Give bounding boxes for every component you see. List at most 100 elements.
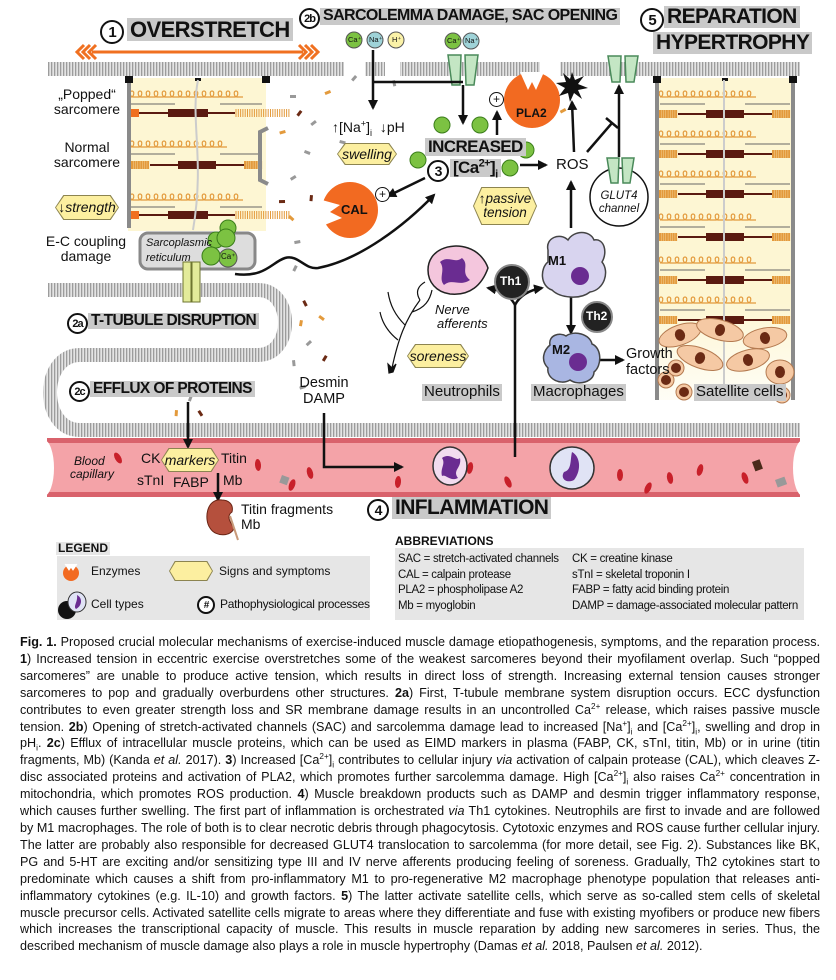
z-anchor bbox=[131, 109, 139, 117]
caption-text: ] bbox=[328, 753, 333, 768]
caption-text: Th1 cytokines. Neutrophils are first to … bbox=[20, 804, 820, 903]
titin-coil bbox=[772, 316, 791, 324]
process-number-1: 1 bbox=[100, 20, 124, 44]
marker-fabp: FABP bbox=[173, 474, 209, 490]
caption-text: + bbox=[622, 718, 628, 728]
caption-step-number: 2a bbox=[394, 685, 409, 700]
red-blood-cell bbox=[617, 469, 623, 481]
title-reparation: REPARATION bbox=[664, 5, 800, 29]
myoblast bbox=[765, 359, 795, 385]
titin-coil bbox=[772, 190, 791, 198]
legend-title: LEGEND bbox=[56, 541, 111, 556]
red-blood-cell bbox=[114, 452, 122, 464]
neutrophil-cell bbox=[427, 245, 489, 295]
caption-step-number: 3 bbox=[225, 753, 233, 768]
titin-coil bbox=[659, 110, 678, 118]
debris-fragment bbox=[302, 300, 308, 307]
title-increased: INCREASED bbox=[425, 138, 526, 156]
label-sodium-ph: ↑[Na+]i ↓pH bbox=[332, 118, 405, 138]
legend-box: Enzymes Signs and symptoms Cell types # … bbox=[57, 556, 370, 620]
ion-na: Na⁺ bbox=[369, 35, 383, 44]
debris-fragment bbox=[775, 476, 788, 488]
red-blood-cell bbox=[666, 472, 674, 484]
caption-text: 2017). bbox=[181, 753, 226, 768]
label-line: Sarcoplasmic bbox=[146, 237, 213, 249]
myoblast-nucleus bbox=[674, 329, 686, 341]
debris-fragment bbox=[321, 355, 328, 362]
caption-text: ) First, T-tubule membrane system disrup… bbox=[20, 685, 820, 717]
debris-fragment bbox=[296, 109, 303, 117]
t-tubule-membrane bbox=[43, 283, 800, 437]
caption-text: also raises Ca bbox=[628, 770, 716, 785]
debris-fragment bbox=[351, 74, 358, 82]
caption-text: concentration in mitochondria, which pro… bbox=[20, 770, 821, 802]
debris-fragment bbox=[324, 89, 332, 96]
label-line: Blood bbox=[74, 454, 105, 468]
label-line: channel bbox=[598, 202, 640, 215]
debris-fragment bbox=[279, 130, 286, 135]
abbreviation-item: PLA2 = phospholipase A2 bbox=[398, 584, 524, 596]
caption-text: via bbox=[448, 804, 465, 819]
caption-step-number: 5 bbox=[341, 888, 349, 903]
abbreviation-item: FABP = fatty acid binding protein bbox=[572, 584, 730, 596]
m2-macrophage-cell bbox=[542, 332, 601, 384]
caption-text: ) Increased tension in eccentric exercis… bbox=[20, 651, 820, 700]
myoblast bbox=[726, 348, 770, 372]
abbreviations-box: SAC = stretch-activated channels CAL = c… bbox=[395, 548, 804, 620]
caption-text: i bbox=[626, 777, 629, 787]
satellite-cell-nucleus bbox=[661, 375, 671, 385]
na-charge: + bbox=[360, 118, 367, 129]
red-blood-cell bbox=[644, 482, 652, 494]
myosin-core bbox=[168, 211, 208, 219]
red-blood-cell bbox=[288, 479, 296, 491]
na-text: ↑[Na bbox=[332, 119, 361, 135]
process-number-5: 5 bbox=[640, 8, 664, 32]
red-blood-cell bbox=[466, 462, 474, 474]
label-line: afferents bbox=[437, 316, 488, 332]
myoblast bbox=[676, 345, 724, 371]
caption-text: Proposed crucial molecular mechanisms of… bbox=[56, 635, 821, 649]
caption-text: et al. bbox=[636, 939, 664, 954]
caption-text: et al. bbox=[153, 753, 182, 768]
title-overstretch: OVERSTRETCH bbox=[127, 18, 293, 41]
abbreviations-column-2: CK = creatine kinase sTnI = skeletal tro… bbox=[572, 552, 798, 614]
th1-cell bbox=[494, 264, 530, 300]
ion-circles bbox=[201, 31, 480, 268]
red-blood-cell bbox=[741, 472, 749, 484]
myoblast-nucleus bbox=[694, 352, 706, 364]
caption-text: et al. bbox=[521, 939, 549, 954]
abbreviation-item: DAMP = damage-associated molecular patte… bbox=[572, 599, 798, 612]
label-line: Growth bbox=[626, 346, 673, 362]
titin-coil bbox=[772, 233, 791, 241]
calcium-ion bbox=[409, 151, 427, 169]
label-popped-sarcomere: „Popped“sarcomere bbox=[52, 86, 122, 118]
label-line: „Popped“ bbox=[58, 86, 116, 102]
label-neutrophils: Neutrophils bbox=[422, 383, 502, 401]
overstretch-arrow bbox=[74, 43, 321, 61]
caption-text: ) Muscle breakdown products such as DAMP… bbox=[20, 787, 820, 819]
glut4-membrane-channel bbox=[607, 55, 639, 83]
caption-step-number: 2c bbox=[46, 736, 61, 751]
label-ros: ROS bbox=[556, 156, 589, 173]
calcium-ion bbox=[501, 159, 519, 177]
debris-fragment bbox=[294, 240, 301, 245]
titin-filament bbox=[658, 213, 756, 221]
z-anchor bbox=[131, 211, 139, 219]
legend-signs-symptoms: Signs and symptoms bbox=[219, 564, 331, 578]
label-line: factors bbox=[626, 361, 670, 378]
myoblast-nucleus bbox=[742, 354, 754, 366]
marker-stni: sTnI bbox=[137, 472, 165, 488]
titin-filament bbox=[658, 256, 756, 264]
label-line: reticulum bbox=[146, 252, 191, 265]
caption-text: i bbox=[630, 727, 633, 737]
debris-fragment bbox=[339, 140, 346, 145]
label-line: GLUT4 bbox=[600, 190, 638, 202]
ca-charge: 2+ bbox=[478, 157, 491, 170]
debris-fragment bbox=[305, 340, 313, 347]
myoblast-nucleus bbox=[714, 324, 726, 336]
titin-coil bbox=[659, 150, 678, 158]
abbreviation-item: CK = creatine kinase bbox=[572, 553, 673, 565]
channel-ion-ca: Ca⁺ bbox=[447, 36, 461, 45]
process-number-4: 4 bbox=[367, 499, 389, 521]
